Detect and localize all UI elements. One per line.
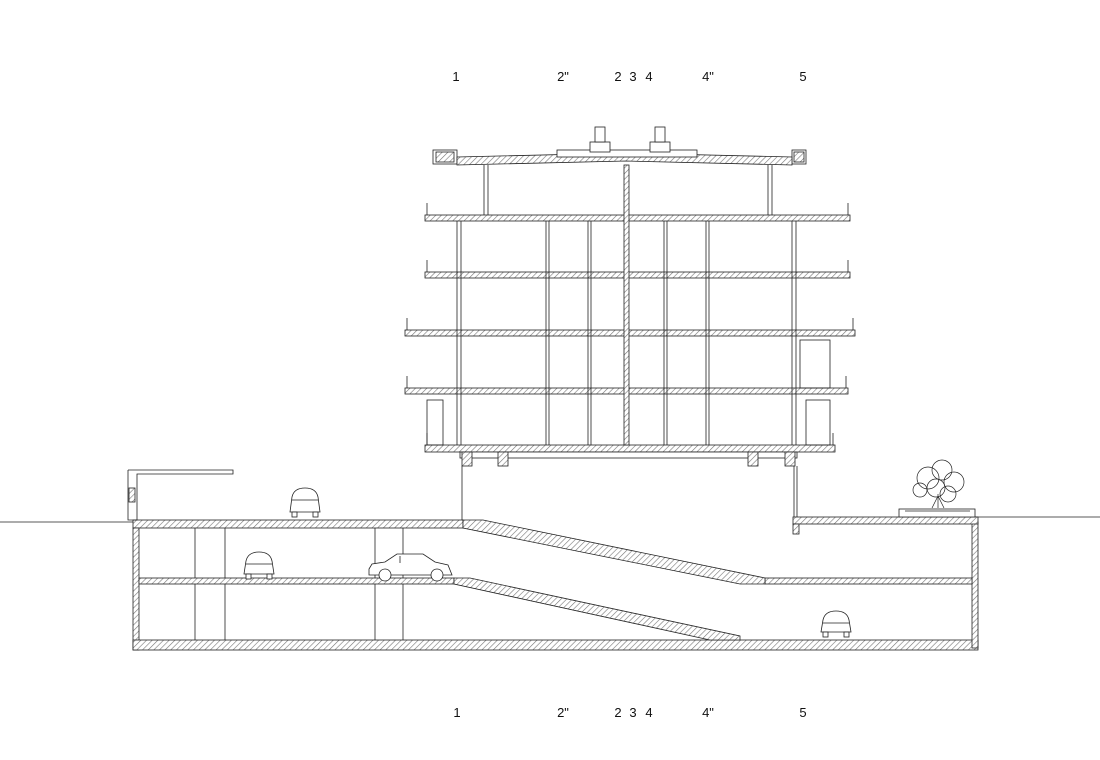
- axis-label: 4: [645, 705, 653, 720]
- car-side-view: [368, 553, 453, 582]
- walls-and-partitions: [406, 164, 854, 520]
- floor-slabs: [404, 149, 856, 467]
- axis-label: 2": [557, 705, 569, 720]
- car-icons: [243, 487, 852, 638]
- axis-label: 4: [645, 69, 653, 84]
- axis-label: 4": [702, 69, 714, 84]
- axis-label: 1: [453, 705, 461, 720]
- axis-label: 1: [452, 69, 460, 84]
- car-front-view-level-1: [243, 551, 275, 580]
- car-front-view-level-2: [820, 610, 852, 638]
- ground-line: [0, 516, 1100, 523]
- axis-label: 3: [629, 705, 637, 720]
- car-front-view-surface: [289, 487, 321, 518]
- axis-label: 2: [614, 705, 622, 720]
- tree-icon: [912, 459, 965, 509]
- axis-label: 2": [557, 69, 569, 84]
- axis-label: 4": [702, 705, 714, 720]
- axis-label: 2: [614, 69, 622, 84]
- roof-vents: [556, 126, 698, 158]
- axis-label: 5: [799, 705, 807, 720]
- axis-label: 3: [629, 69, 637, 84]
- underground-garage: [127, 469, 979, 651]
- axis-label: 5: [799, 69, 807, 84]
